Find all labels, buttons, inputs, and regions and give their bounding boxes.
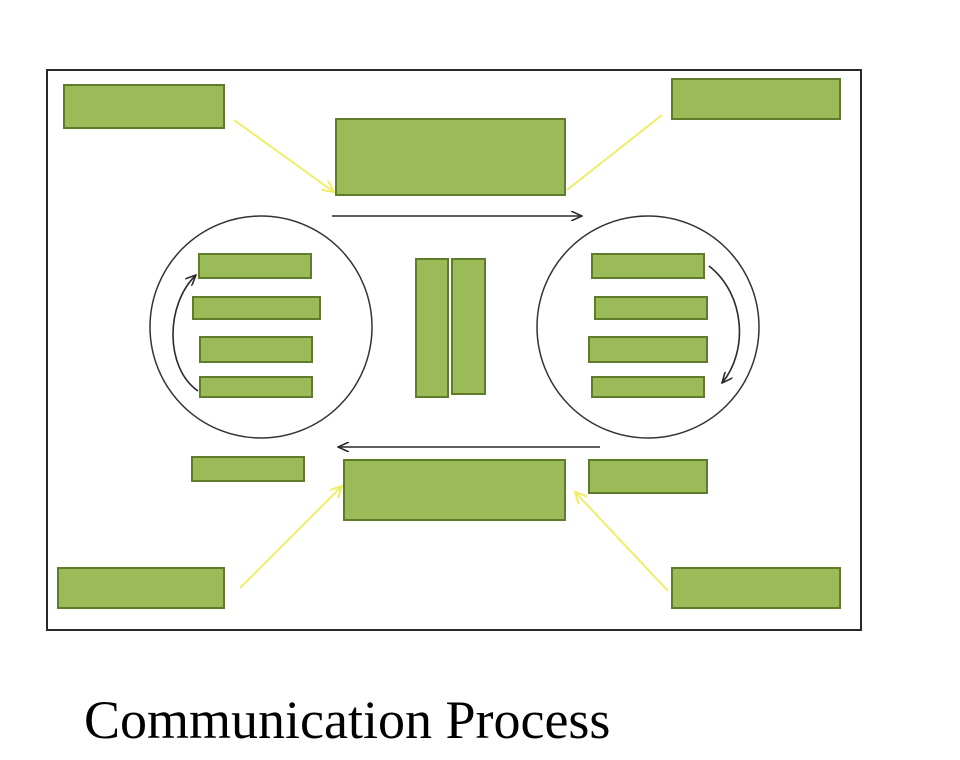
feedback-box-bottom xyxy=(343,459,566,521)
sender-step-4 xyxy=(199,376,313,398)
diagram-connectors xyxy=(149,114,760,592)
receiver-circle xyxy=(536,215,760,439)
pointer-arrow-bottom-right xyxy=(575,492,669,592)
diagram-caption: Communication Process xyxy=(84,690,611,750)
label-box-top-left xyxy=(63,84,225,129)
pointer-arrow-bottom-left xyxy=(239,486,342,589)
label-box-top-right xyxy=(671,78,841,120)
sender-step-3 xyxy=(199,336,313,363)
pointer-arrow-top-left xyxy=(233,119,334,192)
sender-circle xyxy=(149,215,373,439)
sender-step-2 xyxy=(192,296,321,320)
receiver-cycle-arrow xyxy=(708,265,741,383)
label-box-under-receiver xyxy=(588,459,708,494)
sender-cycle-arrow xyxy=(172,275,199,392)
label-box-under-sender xyxy=(191,456,305,482)
label-box-bottom-right xyxy=(671,567,841,609)
channel-bar-left xyxy=(415,258,449,398)
receiver-step-1 xyxy=(591,253,705,279)
sender-step-1 xyxy=(198,253,312,279)
message-box-top xyxy=(335,118,566,196)
channel-bar-right xyxy=(451,258,486,395)
label-box-bottom-left xyxy=(57,567,225,609)
receiver-step-4 xyxy=(591,376,705,398)
receiver-step-2 xyxy=(594,296,708,320)
receiver-step-3 xyxy=(588,336,708,363)
pointer-arrow-top-right xyxy=(566,114,663,191)
